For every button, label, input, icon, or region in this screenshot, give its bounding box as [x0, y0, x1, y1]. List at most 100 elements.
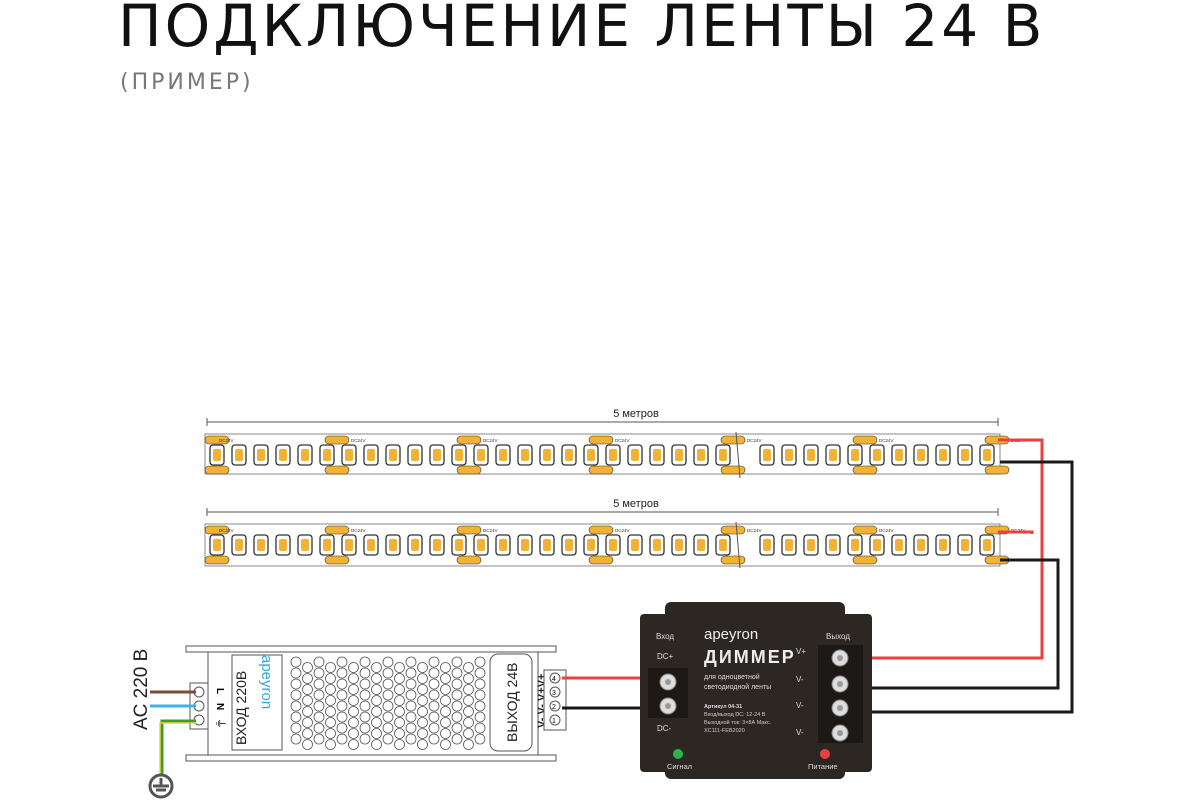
- strip-marking: DC24V: [351, 528, 366, 533]
- cut-mark: [735, 431, 741, 479]
- ac-220-label: AC 220 B: [131, 649, 152, 730]
- out-v2-label: V-: [796, 675, 804, 684]
- vent-hole: [463, 706, 474, 717]
- vent-hole: [302, 717, 313, 728]
- vent-hole: [302, 728, 313, 739]
- vent-hole: [382, 678, 394, 690]
- strip-marking: DC24V: [747, 438, 762, 443]
- vent-hole: [313, 700, 325, 712]
- vent-hole: [440, 684, 451, 695]
- power-supply: ВХОД 220В apeyron ВЫХОД 24В V- V- V+V+ L…: [185, 645, 567, 762]
- vent-hole: [290, 667, 302, 679]
- solder-pad: [324, 435, 350, 475]
- vent-hole: [440, 695, 451, 706]
- vent-hole: [405, 667, 417, 679]
- vent-hole: [348, 706, 359, 717]
- vent-hole: [417, 662, 428, 673]
- vent-hole: [474, 722, 486, 734]
- vent-hole: [325, 717, 336, 728]
- vent-hole: [394, 673, 405, 684]
- input-wires: [148, 690, 196, 799]
- led-chip: [671, 444, 687, 466]
- terminal-screw: [549, 686, 561, 698]
- vent-hole: [474, 656, 486, 668]
- vent-hole: [405, 722, 417, 734]
- vent-hole: [313, 667, 325, 679]
- vent-hole: [359, 733, 371, 745]
- vent-hole: [302, 673, 313, 684]
- led-chip: [275, 444, 291, 466]
- vent-hole: [474, 711, 486, 723]
- led-chip: [407, 444, 423, 466]
- vent-hole: [359, 678, 371, 690]
- vent-hole: [336, 733, 348, 745]
- vent-hole: [336, 678, 348, 690]
- strip-marking: DC24V: [483, 438, 498, 443]
- terminal-n: N: [214, 703, 225, 710]
- led-chip: [473, 534, 489, 556]
- dimmer-spec-3: Выходной ток: 3×8А Макс.: [704, 719, 772, 726]
- vent-hole: [336, 689, 348, 701]
- vent-hole: [302, 739, 313, 750]
- vent-hole: [325, 673, 336, 684]
- vent-hole: [325, 662, 336, 673]
- led-chip: [979, 444, 995, 466]
- vent-hole: [405, 711, 417, 723]
- led-chip: [363, 444, 379, 466]
- vent-hole: [463, 717, 474, 728]
- vent-hole: [428, 689, 440, 701]
- vent-hole: [290, 722, 302, 734]
- power-label: Питание: [808, 762, 838, 771]
- psu-input-label-box: [231, 654, 283, 751]
- vent-hole: [405, 700, 417, 712]
- led-chip: [715, 444, 731, 466]
- vent-hole: [417, 739, 428, 750]
- vent-hole: [428, 722, 440, 734]
- led-chip: [781, 444, 797, 466]
- terminal-screw: [549, 700, 561, 712]
- led-chip: [869, 444, 885, 466]
- led-chip: [341, 444, 357, 466]
- dimmer-desc-1: для одноцветной: [704, 673, 760, 681]
- vent-hole: [313, 733, 325, 745]
- vent-hole: [348, 717, 359, 728]
- vent-hole: [474, 678, 486, 690]
- led-chip: [847, 444, 863, 466]
- led-chip: [561, 534, 577, 556]
- vent-hole: [440, 739, 451, 750]
- page-subtitle: (ПРИМЕР): [120, 70, 254, 95]
- terminal-screw: [549, 714, 561, 726]
- vent-hole: [463, 695, 474, 706]
- led-chip: [649, 534, 665, 556]
- psu-vent-grid: [290, 656, 486, 750]
- vent-hole: [428, 656, 440, 668]
- vent-hole: [428, 700, 440, 712]
- vent-hole: [417, 728, 428, 739]
- vent-hole: [348, 739, 359, 750]
- led-chip: [517, 534, 533, 556]
- vent-hole: [371, 684, 382, 695]
- vent-hole: [302, 695, 313, 706]
- vent-hole: [302, 662, 313, 673]
- led-chip: [451, 534, 467, 556]
- strip-length-label: 5 метров: [613, 498, 659, 510]
- vent-hole: [474, 689, 486, 701]
- vent-hole: [428, 678, 440, 690]
- vent-hole: [371, 673, 382, 684]
- led-chip: [913, 534, 929, 556]
- vent-hole: [451, 667, 463, 679]
- vent-hole: [371, 717, 382, 728]
- strip-marking: DC24V: [483, 528, 498, 533]
- led-chip: [715, 534, 731, 556]
- vent-hole: [394, 684, 405, 695]
- vent-hole: [371, 662, 382, 673]
- vent-hole: [371, 706, 382, 717]
- vent-hole: [451, 733, 463, 745]
- vent-hole: [325, 728, 336, 739]
- psu-input-label: ВХОД 220В: [233, 671, 249, 745]
- led-chip: [319, 534, 335, 556]
- led-chip: [429, 444, 445, 466]
- led-chip: [605, 534, 621, 556]
- vent-hole: [382, 667, 394, 679]
